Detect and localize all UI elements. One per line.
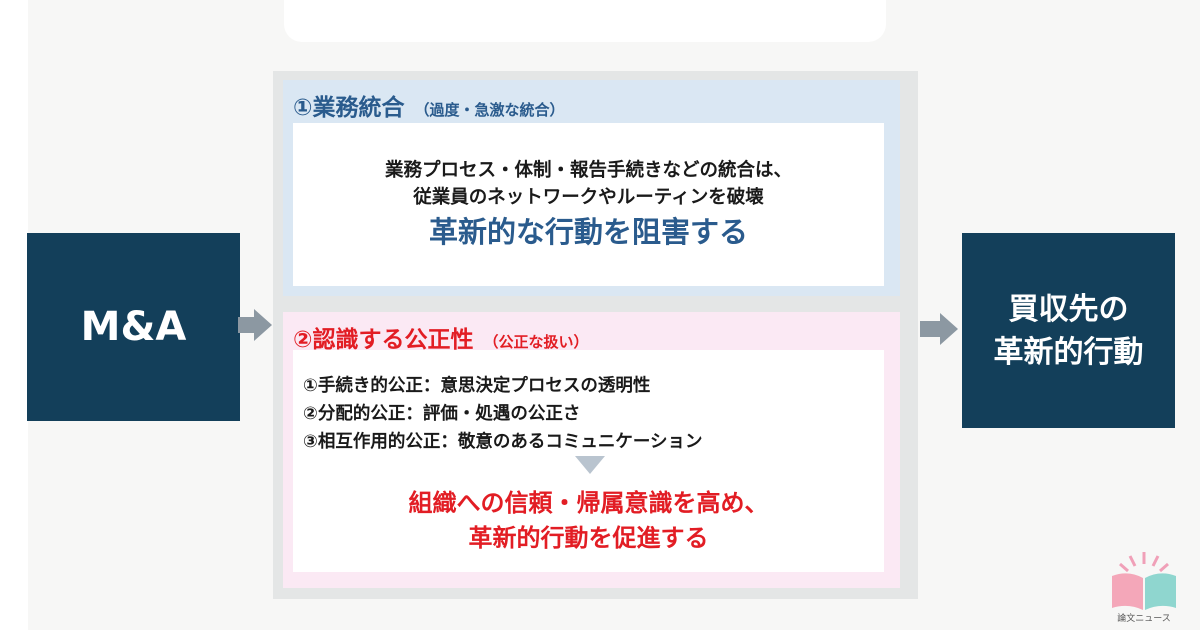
- panel-1-subtitle: （過度・急激な統合）: [414, 101, 565, 119]
- panel-2-emphasis-line: 組織への信頼・帰属意識を高め、: [408, 489, 769, 517]
- panel-1-heading: 業務統合: [312, 95, 405, 121]
- ma-box: M&A: [27, 233, 240, 421]
- ma-label: M&A: [80, 304, 187, 350]
- target-label-line: 買収先の: [1008, 291, 1129, 327]
- fairness-list-item: ②分配的公正：評価・処遇の公正さ: [303, 404, 581, 424]
- panel-2-title: ②認識する公正性 （公正な扱い）: [293, 320, 589, 354]
- target-innovation-box: 買収先の 革新的行動: [962, 233, 1175, 428]
- panel-2-heading: 認識する公正性: [312, 327, 474, 353]
- panel-2-emphasis-line: 革新的行動を促進する: [468, 524, 709, 552]
- right-arrow-icon: [920, 313, 958, 345]
- target-label-line: 革新的行動: [993, 334, 1144, 370]
- logo-text: 論文ニュース: [1117, 614, 1171, 624]
- panel-1-body-line: 業務プロセス・体制・報告手続きなどの統合は、: [384, 160, 792, 181]
- fairness-list-item: ③相互作用的公正：敬意のあるコミュニケーション: [303, 432, 703, 452]
- book-logo-icon: [1112, 552, 1176, 610]
- panel-1-card: 業務プロセス・体制・報告手続きなどの統合は、 従業員のネットワークやルーティンを…: [293, 123, 884, 286]
- panel-1-number: ①: [293, 95, 313, 121]
- panel-2-subtitle: （公正な扱い）: [483, 333, 589, 351]
- right-arrow-icon: [238, 309, 272, 341]
- top-white-band: [284, 0, 886, 42]
- down-triangle-icon: [575, 456, 605, 474]
- panel-2-number: ②: [293, 327, 313, 353]
- fairness-list: ①手続き的公正：意思決定プロセスの透明性 ②分配的公正：評価・処遇の公正さ ③相…: [303, 372, 702, 456]
- panel-1-body-line: 従業員のネットワークやルーティンを破壊: [413, 187, 764, 208]
- fairness-list-item: ①手続き的公正：意思決定プロセスの透明性: [303, 376, 651, 396]
- panel-1-emphasis: 革新的な行動を阻害する: [428, 215, 748, 249]
- panel-1-title: ①業務統合 （過度・急激な統合）: [293, 88, 565, 122]
- panel-2-card: ①手続き的公正：意思決定プロセスの透明性 ②分配的公正：評価・処遇の公正さ ③相…: [293, 350, 884, 572]
